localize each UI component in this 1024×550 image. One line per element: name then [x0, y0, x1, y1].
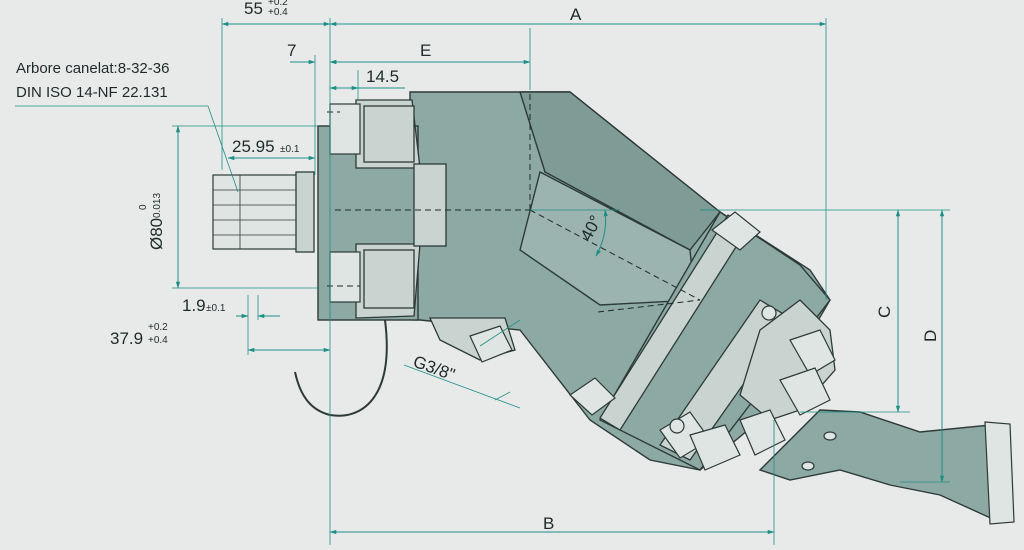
pump-axis-2 — [597, 299, 701, 313]
shaft-body — [212, 174, 309, 250]
thread-g3-8-label: G3/8" — [411, 352, 458, 385]
note-line-1: Arbore canelat:8-32-36 — [16, 60, 169, 77]
shaft-collar — [295, 171, 315, 253]
dim-37-9-tol-upper: +0.2 — [148, 322, 168, 333]
dim-55-tol-upper: +0.2 — [268, 0, 288, 8]
dim-A-label: A — [570, 5, 582, 24]
lower-bolt-flange — [363, 249, 415, 309]
upper-bolt-flange — [363, 105, 415, 163]
bolt-hole-top — [761, 305, 777, 321]
drain-port-fitting — [469, 325, 513, 363]
elbow-slot-1 — [823, 431, 837, 441]
dim-1-9-tol: ±0.1 — [206, 303, 226, 314]
pump-axis — [529, 209, 701, 301]
dim-1-9-value: 1.9 — [182, 296, 206, 315]
dim-55-tol-lower: +0.4 — [268, 7, 288, 18]
upper-bolt-head — [329, 103, 361, 155]
dim-25-95-tol: ±0.1 — [280, 144, 300, 155]
dim-80-value: Ø80 — [147, 218, 166, 250]
outlet-fitting-4 — [689, 424, 741, 471]
bolt-hole-bottom — [669, 418, 685, 434]
elbow-slot-2 — [801, 461, 815, 471]
lower-bolt-head — [329, 251, 361, 303]
dim-14-5-value: 14.5 — [366, 67, 399, 86]
center-collar — [413, 163, 447, 247]
dim-D-label: D — [921, 330, 940, 342]
dim-80-tol-lower: 0.013 — [152, 193, 163, 218]
dim-80-tol-upper: 0 — [138, 204, 149, 210]
dim-25-95-value: 25.95 — [232, 137, 275, 156]
dim-37-9-tol-lower: +0.4 — [148, 335, 168, 346]
end-plate-bolt-block-2 — [569, 377, 616, 416]
note-line-2: DIN ISO 14-NF 22.131 — [16, 84, 168, 101]
pump-body — [294, 91, 1015, 525]
drain-wire — [294, 319, 388, 417]
outlet-fitting-2 — [779, 367, 831, 416]
dimension-lines — [15, 18, 950, 545]
dim-37-9-value: 37.9 — [110, 329, 143, 348]
dimension-labels: Arbore canelat:8-32-36 DIN ISO 14-NF 22.… — [16, 0, 940, 533]
dim-C-label: C — [875, 306, 894, 318]
end-plate-bolt-block — [710, 211, 761, 251]
dim-7-value: 7 — [287, 41, 296, 60]
dim-B-label: B — [543, 514, 554, 533]
dim-55-value: 55 — [244, 0, 263, 18]
elbow-end-cap — [984, 421, 1015, 525]
outlet-fitting — [789, 329, 836, 376]
housing-upper-wedge — [519, 91, 721, 251]
splined-shaft — [212, 171, 315, 253]
outlet-elbow — [758, 409, 996, 522]
dim-E-label: E — [420, 41, 431, 60]
note-leader — [15, 105, 239, 193]
